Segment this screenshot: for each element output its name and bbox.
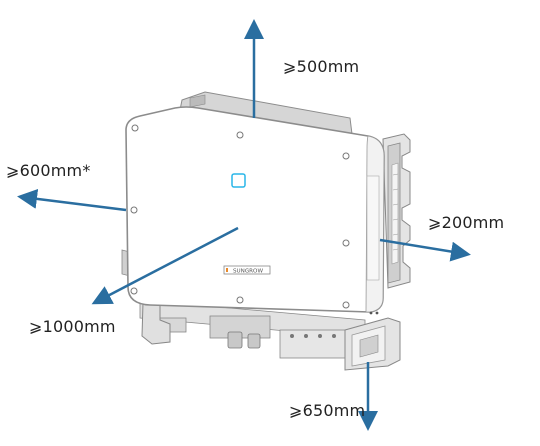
inverter-body	[125, 106, 385, 315]
brand-plate: SUNGROW	[223, 265, 271, 275]
clearance-arrows	[17, 19, 471, 431]
bottom-connectors	[139, 299, 366, 359]
clearance-right-label: ⩾200mm	[428, 213, 505, 232]
led-indicator-icon	[231, 173, 246, 188]
clearance-top-label: ⩾500mm	[283, 57, 360, 76]
base-bracket	[344, 317, 401, 371]
clearance-front-label: ⩾1000mm	[29, 317, 116, 336]
arrow-left	[17, 188, 127, 212]
brand-text: SUNGROW	[233, 269, 263, 275]
arrow-front	[91, 226, 239, 305]
arrow-right	[379, 238, 471, 262]
mounting-bracket	[382, 133, 411, 289]
clearance-bottom-label: ⩾650mm	[289, 401, 366, 420]
clearance-left-label: ⩾600mm*	[6, 161, 91, 180]
